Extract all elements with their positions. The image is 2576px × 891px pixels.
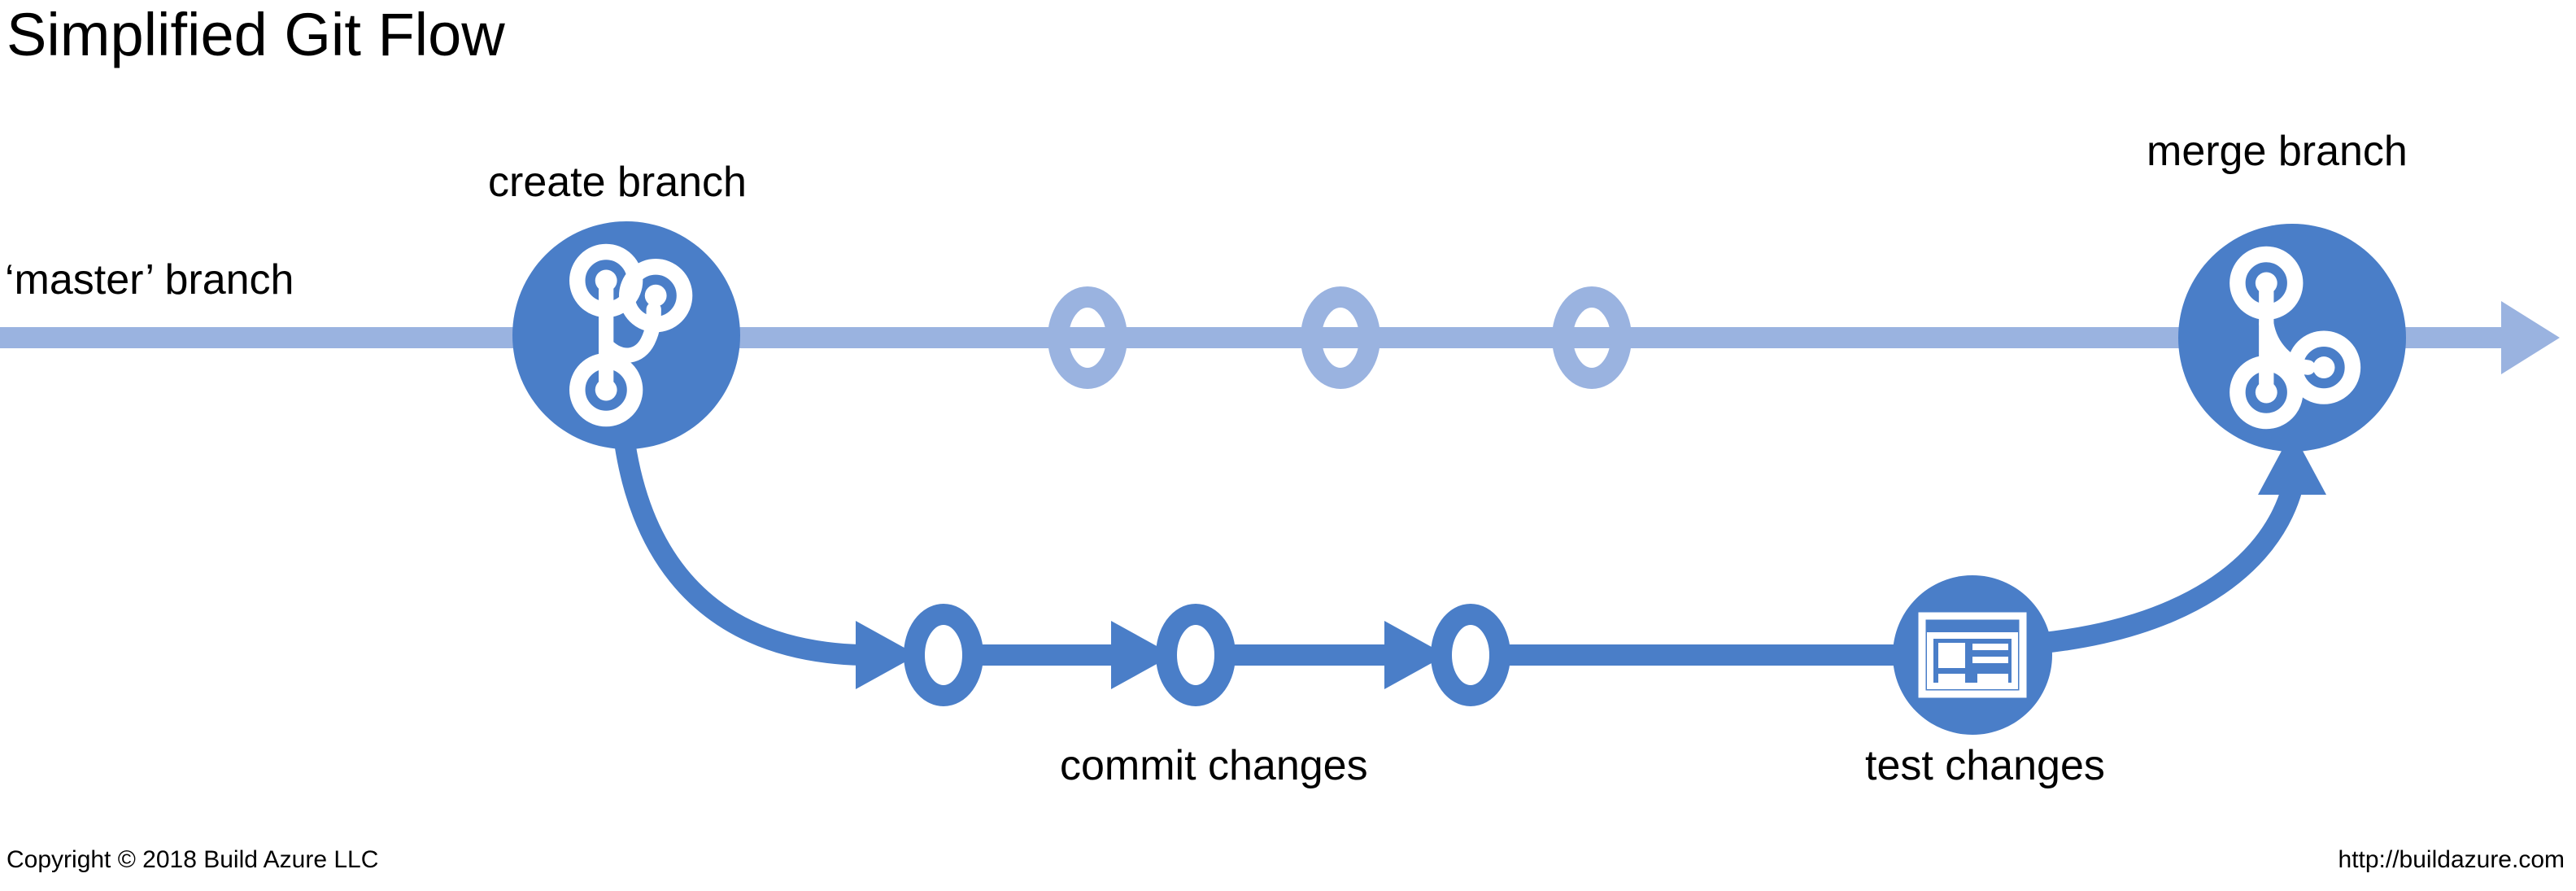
- master-branch-line: [0, 301, 2560, 374]
- master-commit-node: [1552, 286, 1632, 389]
- master-commit-node: [1048, 286, 1127, 389]
- footer-copyright: Copyright © 2018 Build Azure LLC: [7, 846, 379, 873]
- feature-commit-node: [1156, 604, 1236, 706]
- merge-branch-node[interactable]: [2178, 224, 2406, 452]
- feature-commit-nodes: [904, 604, 1510, 706]
- master-branch-label: ‘master’ branch: [5, 256, 294, 304]
- create-branch-node[interactable]: [512, 221, 740, 449]
- commit-changes-label: commit changes: [1060, 742, 1368, 789]
- feature-branch-connectors: [973, 621, 1907, 689]
- feature-commit-node: [904, 604, 983, 706]
- footer-url[interactable]: http://buildazure.com: [2338, 846, 2565, 873]
- master-commit-nodes: [1048, 286, 1632, 389]
- feature-commit-node: [1431, 604, 1510, 706]
- test-changes-node[interactable]: [1893, 575, 2052, 735]
- merge-back-arrow: [2042, 431, 2326, 653]
- merge-branch-label: merge branch: [2147, 128, 2408, 175]
- master-commit-node: [1301, 286, 1380, 389]
- page-title: Simplified Git Flow: [7, 1, 505, 68]
- test-changes-label: test changes: [1865, 742, 2105, 789]
- create-branch-label: create branch: [488, 159, 747, 206]
